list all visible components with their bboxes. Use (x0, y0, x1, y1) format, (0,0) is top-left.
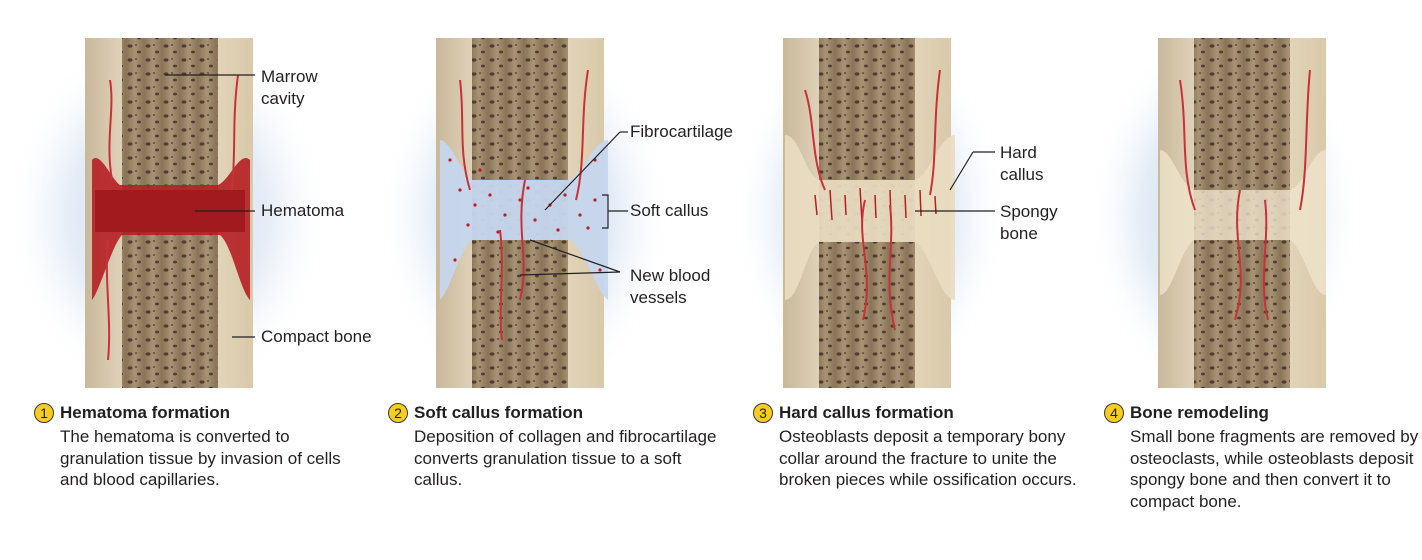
panel-hematoma-formation: Marrow cavity Hematoma Compact bone 1 He… (0, 0, 400, 560)
leader-hard (949, 151, 974, 191)
step-number-badge: 2 (388, 403, 408, 423)
blood-vessels (459, 69, 589, 341)
leader-vessels (529, 239, 621, 273)
label-fibrocartilage: Fibrocartilage (630, 122, 733, 141)
step-description: Small bone fragments are removed by oste… (1130, 427, 1419, 511)
step-number-badge: 4 (1104, 403, 1124, 423)
step-title: Hematoma formation (60, 403, 231, 422)
hematoma-core (95, 190, 245, 232)
blood-vessels (804, 69, 941, 331)
label-spongy-bone: Spongy bone (1000, 202, 1058, 243)
bone-illustration-4 (1085, 25, 1365, 405)
granulation-dots (448, 158, 602, 272)
label-compact-bone: Compact bone (261, 327, 372, 346)
label-hard-callus: Hard callus (1000, 143, 1044, 184)
step-title: Soft callus formation (414, 403, 584, 422)
panel-hard-callus-formation: Hard callus Spongy bone 3 Hard callus fo… (730, 0, 1105, 560)
label-hematoma: Hematoma (261, 201, 345, 220)
panel-soft-callus-formation: Fibrocartilage Soft callus New blood ves… (375, 0, 760, 560)
blood-vessels (105, 74, 239, 361)
label-soft-callus: Soft callus (630, 201, 709, 220)
label-marrow-cavity: Marrow cavity (261, 67, 318, 108)
bone-illustration-2 (375, 25, 675, 405)
bone-illustration-1 (3, 25, 333, 405)
leader-fibro (544, 131, 621, 211)
blood-vessels (1179, 69, 1311, 321)
step-number-badge: 3 (753, 403, 773, 423)
step-description: Deposition of collagen and fibrocartilag… (414, 427, 717, 489)
hard-callus (785, 135, 955, 300)
label-new-blood-vessels: New blood vessels (630, 266, 711, 307)
step-title: Bone remodeling (1130, 403, 1269, 422)
panel-bone-remodeling: 4 Bone remodeling Small bone fragments a… (1085, 0, 1422, 560)
soft-callus (440, 140, 608, 300)
step-title: Hard callus formation (779, 403, 954, 422)
remodeled-region (1160, 150, 1326, 295)
step-description: The hematoma is converted to granulation… (60, 427, 341, 489)
bone-illustration-3 (730, 25, 1010, 405)
step-number-badge: 1 (34, 403, 54, 423)
step-description: Osteoblasts deposit a temporary bony col… (779, 427, 1077, 489)
